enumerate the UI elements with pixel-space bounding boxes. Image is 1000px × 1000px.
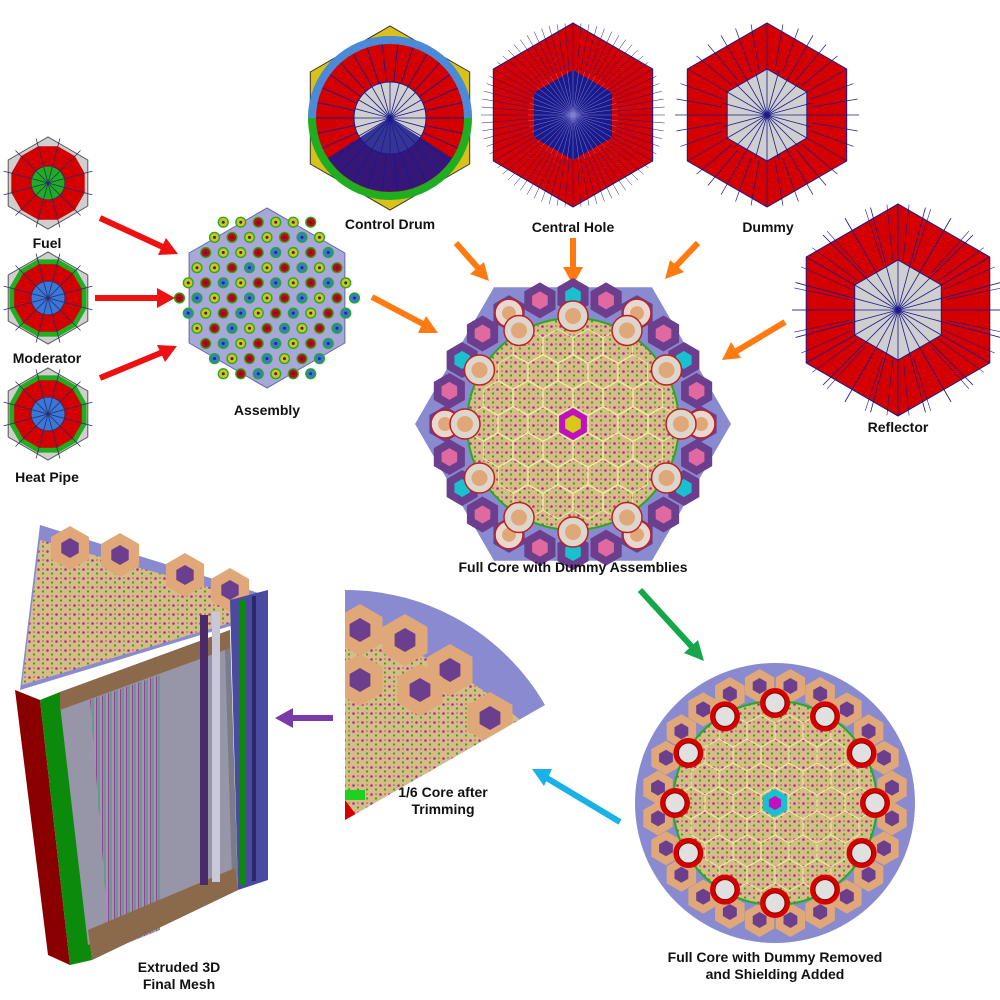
- full-core-removed-label-line2: and Shielding Added: [706, 966, 845, 982]
- extruded-white-stripe: [212, 612, 220, 882]
- core-assembly-outline: [512, 380, 544, 416]
- sixth-corner-green: [345, 790, 365, 800]
- fuel-pin-cell: [3, 136, 93, 230]
- extruded-top-band: [60, 630, 230, 710]
- core-assembly-outline: [527, 458, 559, 494]
- core-assembly-outline: [587, 406, 619, 442]
- extruded-green-face: [40, 692, 92, 965]
- fuel-label: Fuel: [33, 235, 62, 251]
- core-assembly-outline: [557, 458, 589, 494]
- core-assembly-outline: [542, 484, 574, 520]
- core-assembly-outline: [617, 354, 649, 390]
- extruded-label-line1: Extruded 3D: [138, 959, 220, 975]
- drum-absorber: [328, 118, 452, 192]
- red-arrows: [95, 215, 178, 381]
- core-pink-cell: [532, 538, 548, 557]
- dummy-label: Dummy: [742, 219, 794, 235]
- moderator-pin-cell: [3, 251, 93, 345]
- core-pink-cell: [598, 291, 614, 310]
- cyan-arrow: [532, 769, 622, 825]
- reflector-label: Reflector: [868, 419, 929, 435]
- core-assembly-outline: [557, 406, 589, 442]
- full-core-dummy-label: Full Core with Dummy Assemblies: [459, 559, 688, 575]
- core-pink-cell: [598, 538, 614, 557]
- control-drum-hexagon: [308, 25, 472, 211]
- core-assembly-outline: [527, 406, 559, 442]
- extruded-3d-mesh: [15, 525, 268, 965]
- core-assembly-outline: [542, 432, 574, 468]
- core-assembly-outline: [617, 458, 649, 494]
- core-assembly-outline: [527, 354, 559, 390]
- control-drum-label: Control Drum: [345, 216, 435, 232]
- one-sixth-label-line1: 1/6 Core after: [398, 784, 488, 800]
- core-pink-cell: [474, 505, 491, 524]
- extruded-right-face: [230, 590, 268, 890]
- sixth-active-region: [345, 640, 520, 820]
- core-assembly-outline: [482, 432, 514, 468]
- core-assembly-outline: [587, 458, 619, 494]
- core-assembly-outline: [557, 354, 589, 390]
- extruded-label-line2: Final Mesh: [143, 976, 215, 992]
- core-assembly-outline: [632, 432, 664, 468]
- central-hole-hexagon: [481, 22, 665, 208]
- core-pink-cell: [474, 324, 491, 343]
- core-assembly-outline: [542, 380, 574, 416]
- extruded-right-green-stripe: [240, 600, 246, 885]
- core-assembly-outline: [602, 432, 634, 468]
- heat-pipe-pin-cell: [3, 367, 93, 461]
- core-assembly-outline: [572, 484, 604, 520]
- core-pink-cell: [441, 381, 458, 400]
- core-pink-cell: [655, 324, 672, 343]
- extruded-red-face: [15, 690, 70, 965]
- extruded-pin-channels: [90, 675, 160, 950]
- assembly-hexagon: [173, 207, 361, 389]
- central-hole-label: Central Hole: [532, 219, 615, 235]
- core-assembly-outline: [497, 458, 529, 494]
- core-pink-cell: [532, 291, 548, 310]
- reflector-hexagon: [792, 203, 1000, 417]
- core-assembly-outline: [497, 406, 529, 442]
- core-pink-cell: [655, 505, 672, 524]
- core-assembly-outline: [572, 432, 604, 468]
- full-core-with-dummy: [415, 278, 731, 570]
- core-assembly-outline: [587, 354, 619, 390]
- core-pink-cell: [688, 448, 705, 467]
- core-assembly-outline: [512, 432, 544, 468]
- core-pink-cell: [688, 381, 705, 400]
- orange-arrows: [370, 238, 787, 360]
- core-cyan-cell: [565, 543, 581, 561]
- core-assembly-outline: [482, 380, 514, 416]
- extruded-top-active: [22, 540, 255, 685]
- core-assembly-outline: [602, 380, 634, 416]
- core-cyan-cell: [565, 287, 581, 305]
- one-sixth-label-line2: Trimming: [411, 801, 474, 817]
- moderator-label: Moderator: [13, 350, 82, 366]
- core-assembly-outline: [617, 406, 649, 442]
- full-core-removed-label-line1: Full Core with Dummy Removed: [668, 949, 883, 965]
- dummy-hexagon: [675, 22, 859, 208]
- assembly-label: Assembly: [234, 402, 300, 418]
- core-assembly-outline: [542, 328, 574, 364]
- extruded-bottom-band: [88, 868, 238, 960]
- heat-pipe-label: Heat Pipe: [15, 469, 79, 485]
- core-assembly-outline: [497, 354, 529, 390]
- core-pink-cell: [441, 448, 458, 467]
- full-core-shielding-added: [635, 663, 915, 943]
- core-assembly-outline: [572, 380, 604, 416]
- purple-arrow: [275, 708, 333, 728]
- core-assembly-outline: [632, 380, 664, 416]
- core-assembly-outline: [572, 328, 604, 364]
- green-arrow: [637, 587, 704, 661]
